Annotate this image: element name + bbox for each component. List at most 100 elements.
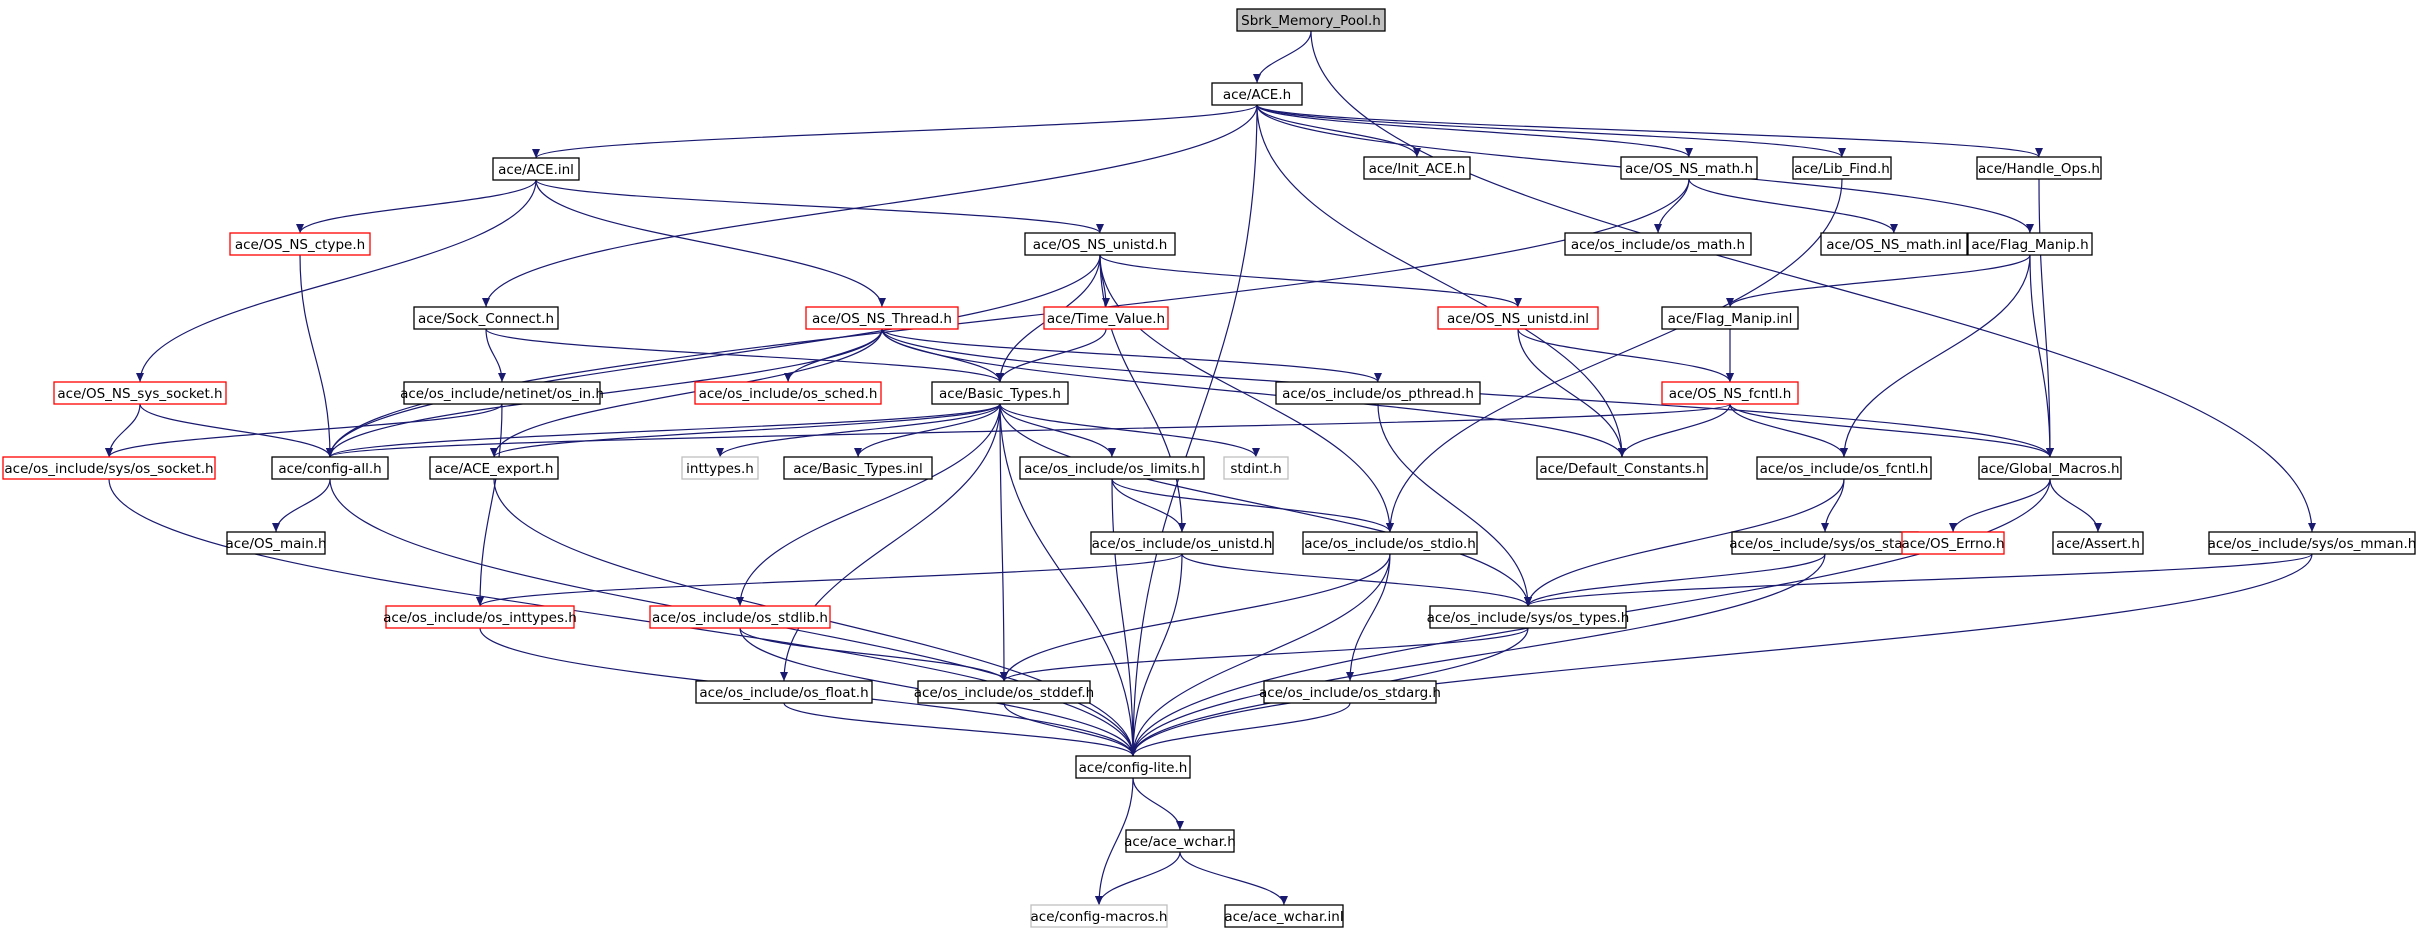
node-box[interactable]	[226, 531, 326, 555]
node-box[interactable]	[1792, 156, 1892, 180]
node-assert[interactable]: ace/Assert.h	[2052, 531, 2144, 555]
node-box[interactable]	[931, 381, 1069, 405]
node-os_limits[interactable]: ace/os_include/os_limits.h	[1019, 456, 1205, 480]
node-ns_ctype[interactable]: ace/OS_NS_ctype.h	[229, 232, 371, 256]
node-box[interactable]	[1302, 531, 1478, 555]
node-box[interactable]	[53, 381, 227, 405]
node-box[interactable]	[2052, 531, 2144, 555]
node-inttypes[interactable]: inttypes.h	[681, 456, 759, 480]
node-sys_os_stat[interactable]: ace/os_include/sys/os_stat.h	[1729, 531, 1921, 555]
node-box[interactable]	[1363, 156, 1471, 180]
node-os_stdio[interactable]: ace/os_include/os_stdio.h	[1302, 531, 1478, 555]
node-ace_h[interactable]: ace/ACE.h	[1211, 82, 1303, 106]
node-box[interactable]	[429, 456, 559, 480]
node-box[interactable]	[1429, 605, 1627, 629]
node-os_unistd[interactable]: ace/os_include/os_unistd.h	[1090, 531, 1274, 555]
node-handle_ops[interactable]: ace/Handle_Ops.h	[1976, 156, 2102, 180]
node-lib_find[interactable]: ace/Lib_Find.h	[1792, 156, 1892, 180]
node-box[interactable]	[1075, 755, 1191, 779]
node-box[interactable]	[1211, 82, 1303, 106]
node-box[interactable]	[1275, 381, 1481, 405]
node-box[interactable]	[694, 381, 882, 405]
node-ns_unistd_inl[interactable]: ace/OS_NS_unistd.inl	[1437, 306, 1599, 330]
node-box[interactable]	[783, 456, 933, 480]
node-global_macros[interactable]: ace/Global_Macros.h	[1978, 456, 2122, 480]
node-os_inttypes[interactable]: ace/os_include/os_inttypes.h	[383, 605, 577, 629]
node-config_all[interactable]: ace/config-all.h	[271, 456, 389, 480]
node-os_pthread[interactable]: ace/os_include/os_pthread.h	[1275, 381, 1481, 405]
node-box[interactable]	[1236, 8, 1386, 32]
node-box[interactable]	[1090, 531, 1274, 555]
node-box[interactable]	[2, 456, 216, 480]
node-sys_socket[interactable]: ace/os_include/sys/os_socket.h	[2, 456, 216, 480]
node-flag_manip[interactable]: ace/Flag_Manip.h	[1967, 232, 2093, 256]
node-box[interactable]	[1967, 232, 2093, 256]
node-box[interactable]	[1030, 904, 1168, 928]
node-init_ace[interactable]: ace/Init_ACE.h	[1363, 156, 1471, 180]
node-box[interactable]	[413, 306, 559, 330]
node-sock_connect[interactable]: ace/Sock_Connect.h	[413, 306, 559, 330]
node-ns_unistd[interactable]: ace/OS_NS_unistd.h	[1024, 232, 1176, 256]
node-osinc_math[interactable]: ace/os_include/os_math.h	[1564, 232, 1752, 256]
node-box[interactable]	[385, 605, 575, 629]
node-box[interactable]	[1976, 156, 2102, 180]
node-box[interactable]	[1043, 306, 1169, 330]
node-ns_math[interactable]: ace/OS_NS_math.h	[1620, 156, 1758, 180]
node-box[interactable]	[917, 680, 1091, 704]
node-os_sched[interactable]: ace/os_include/os_sched.h	[694, 381, 882, 405]
node-box[interactable]	[1019, 456, 1205, 480]
node-box[interactable]	[1901, 531, 2005, 555]
node-config_macros[interactable]: ace/config-macros.h	[1030, 904, 1168, 928]
node-ace_wchar_inl[interactable]: ace/ace_wchar.inl	[1224, 904, 1344, 928]
node-box[interactable]	[805, 306, 959, 330]
node-os_stdlib[interactable]: ace/os_include/os_stdlib.h	[649, 605, 831, 629]
node-box[interactable]	[649, 605, 831, 629]
node-box[interactable]	[2208, 531, 2416, 555]
node-box[interactable]	[1820, 232, 1968, 256]
node-ns_sys_socket[interactable]: ace/OS_NS_sys_socket.h	[53, 381, 227, 405]
node-config_lite[interactable]: ace/config-lite.h	[1075, 755, 1191, 779]
node-os_stddef[interactable]: ace/os_include/os_stddef.h	[914, 680, 1094, 704]
node-box[interactable]	[1223, 456, 1289, 480]
node-sys_os_types[interactable]: ace/os_include/sys/os_types.h	[1427, 605, 1630, 629]
node-box[interactable]	[1224, 904, 1344, 928]
node-os_errno[interactable]: ace/OS_Errno.h	[1901, 531, 2005, 555]
node-netinet_in[interactable]: ace/os_include/netinet/os_in.h	[400, 381, 604, 405]
node-flag_manip_inl[interactable]: ace/Flag_Manip.inl	[1661, 306, 1799, 330]
node-stdint[interactable]: stdint.h	[1223, 456, 1289, 480]
node-time_value[interactable]: ace/Time_Value.h	[1043, 306, 1169, 330]
node-os_float[interactable]: ace/os_include/os_float.h	[695, 680, 873, 704]
node-box[interactable]	[1536, 456, 1708, 480]
node-basic_types_inl[interactable]: ace/Basic_Types.inl	[783, 456, 933, 480]
node-box[interactable]	[403, 381, 601, 405]
node-box[interactable]	[1024, 232, 1176, 256]
node-box[interactable]	[1437, 306, 1599, 330]
node-root[interactable]: Sbrk_Memory_Pool.h	[1236, 8, 1386, 32]
node-box[interactable]	[271, 456, 389, 480]
node-box[interactable]	[492, 157, 580, 181]
node-box[interactable]	[1756, 456, 1932, 480]
node-box[interactable]	[1661, 381, 1799, 405]
node-basic_types[interactable]: ace/Basic_Types.h	[931, 381, 1069, 405]
node-ace_wchar[interactable]: ace/ace_wchar.h	[1124, 829, 1236, 853]
node-sys_os_mman[interactable]: ace/os_include/sys/os_mman.h	[2208, 531, 2417, 555]
node-box[interactable]	[229, 232, 371, 256]
node-ns_fcntl[interactable]: ace/OS_NS_fcntl.h	[1661, 381, 1799, 405]
node-os_main[interactable]: ace/OS_main.h	[225, 531, 327, 555]
node-box[interactable]	[1661, 306, 1799, 330]
node-box[interactable]	[1978, 456, 2122, 480]
node-default_constants[interactable]: ace/Default_Constants.h	[1536, 456, 1708, 480]
node-ns_thread[interactable]: ace/OS_NS_Thread.h	[805, 306, 959, 330]
node-ace_inl[interactable]: ace/ACE.inl	[492, 157, 580, 181]
node-ace_export[interactable]: ace/ACE_export.h	[429, 456, 559, 480]
node-box[interactable]	[1263, 680, 1437, 704]
node-label: ace/Time_Value.h	[1047, 311, 1165, 327]
node-box[interactable]	[1125, 829, 1235, 853]
node-os_stdarg[interactable]: ace/os_include/os_stdarg.h	[1259, 680, 1441, 704]
node-box[interactable]	[1564, 232, 1752, 256]
node-box[interactable]	[695, 680, 873, 704]
node-ns_math_inl[interactable]: ace/OS_NS_math.inl	[1820, 232, 1968, 256]
node-os_fcntl[interactable]: ace/os_include/os_fcntl.h	[1756, 456, 1932, 480]
node-box[interactable]	[681, 456, 759, 480]
node-box[interactable]	[1620, 156, 1758, 180]
